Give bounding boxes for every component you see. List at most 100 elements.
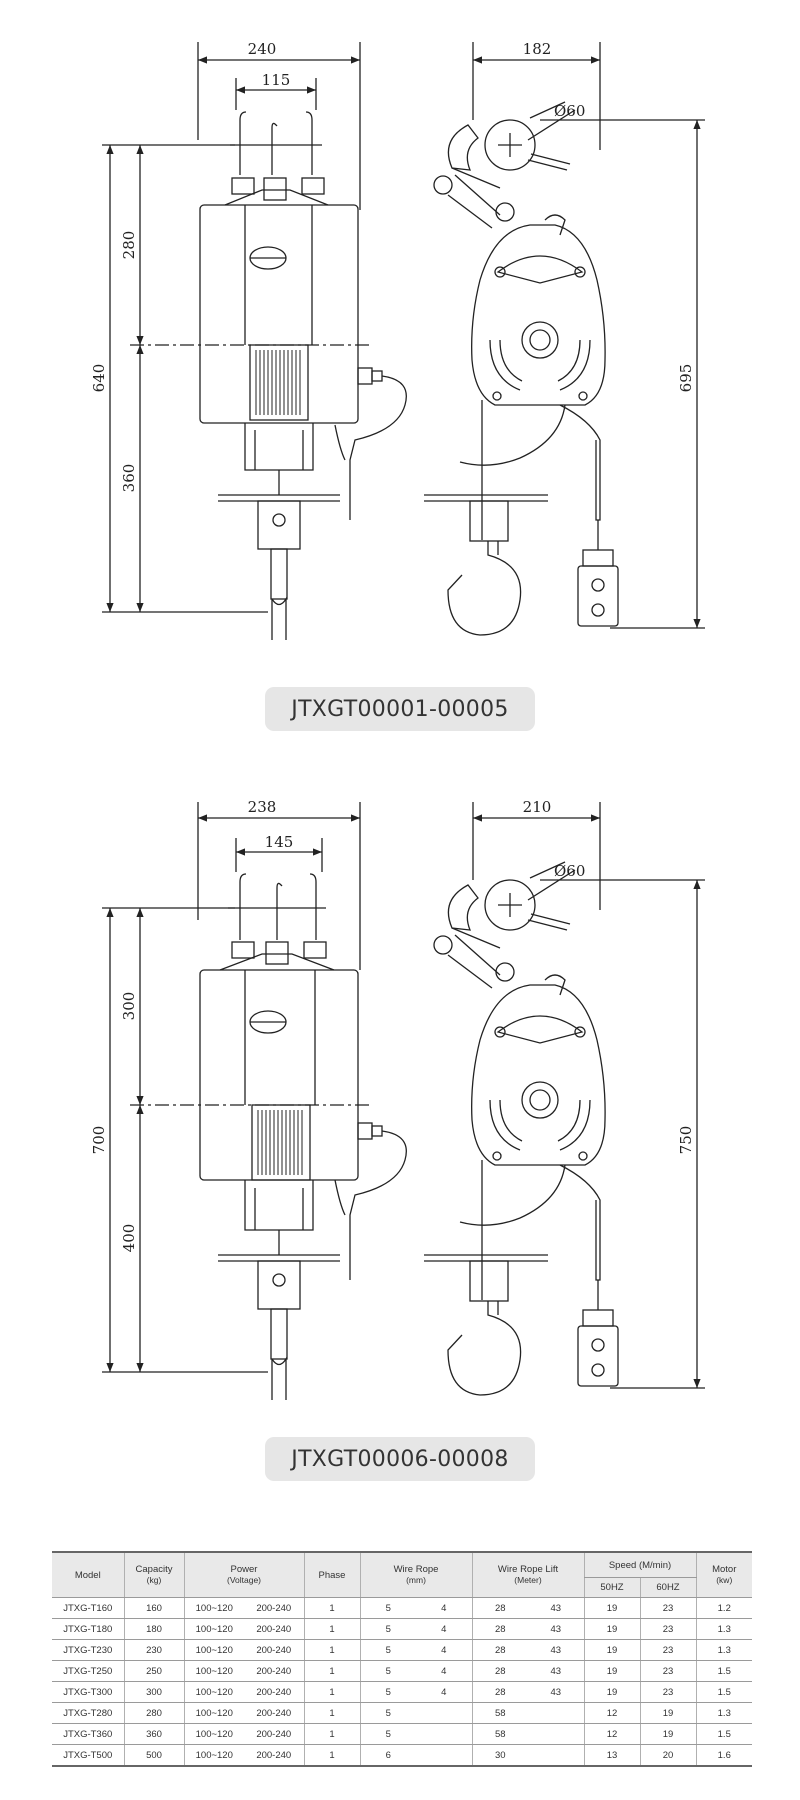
cell: 250 [123, 1660, 184, 1682]
cell: 23 [639, 1639, 696, 1661]
cell: 58 [471, 1702, 528, 1724]
cell: 100~120 [183, 1639, 244, 1661]
dim-inner-label: 115 [262, 71, 291, 89]
table-row: JTXG-T250 250 100~120 200-240 1 5 4 28 4… [52, 1660, 752, 1682]
cell: 20 [639, 1744, 696, 1767]
cell: 28 [471, 1639, 528, 1661]
cell: 19 [639, 1723, 696, 1745]
cell: 200-240 [244, 1618, 304, 1640]
cell: 23 [639, 1618, 696, 1640]
cell: 43 [528, 1681, 584, 1703]
cell-model: JTXG-T500 [52, 1744, 124, 1767]
dim-total-label: 700 [90, 1126, 108, 1155]
cell: 230 [123, 1639, 184, 1661]
dim-upper-label: 280 [120, 231, 138, 260]
table-row: JTXG-T500 500 100~120 200-240 1 6 30 13 … [52, 1744, 752, 1767]
cell: 19 [583, 1618, 640, 1640]
cell: 5 [359, 1639, 416, 1661]
cell: 5 [359, 1597, 416, 1619]
header-phase: Phase [303, 1552, 360, 1598]
cell: 23 [639, 1660, 696, 1682]
cell: 5 [359, 1618, 416, 1640]
cell: 100~120 [183, 1744, 244, 1767]
cell: 6 [359, 1744, 416, 1767]
cell: 1 [303, 1681, 360, 1703]
cell [528, 1702, 584, 1724]
cell: 1 [303, 1744, 360, 1767]
cell [416, 1702, 472, 1724]
side-height-label: 695 [677, 364, 695, 393]
cell: 23 [639, 1681, 696, 1703]
cell: 43 [528, 1639, 584, 1661]
cell: 4 [416, 1597, 472, 1619]
cell [416, 1744, 472, 1767]
drawing-caption-1: JTXGT00001-00005 [265, 687, 535, 731]
cell: 28 [471, 1660, 528, 1682]
header-lift: Wire Rope Lift(Meter) [471, 1552, 584, 1598]
cell: 4 [416, 1660, 472, 1682]
cell: 200-240 [244, 1723, 304, 1745]
technical-drawing-2: 238 145 700 300 400 210 750 Ø60 [0, 760, 800, 1400]
cell: 1 [303, 1660, 360, 1682]
cell: 360 [123, 1723, 184, 1745]
cell: 12 [583, 1702, 640, 1724]
cell: 19 [583, 1660, 640, 1682]
cell: 58 [471, 1723, 528, 1745]
side-width-label: 182 [523, 40, 552, 58]
dim-lower-label: 400 [120, 1224, 138, 1253]
cell: 5 [359, 1702, 416, 1724]
header-power: Power(Voltage) [183, 1552, 304, 1598]
cell: 200-240 [244, 1597, 304, 1619]
header-motor: Motor(kw) [695, 1552, 752, 1598]
drawing-caption-2: JTXGT00006-00008 [265, 1437, 535, 1481]
cell: 43 [528, 1597, 584, 1619]
header-model: Model [52, 1552, 124, 1598]
cell [528, 1744, 584, 1767]
cell: 1 [303, 1723, 360, 1745]
side-width-label: 210 [523, 798, 552, 816]
cell: 200-240 [244, 1744, 304, 1767]
table-row: JTXG-T280 280 100~120 200-240 1 5 58 12 … [52, 1702, 752, 1724]
cell: 1 [303, 1597, 360, 1619]
cell: 5 [359, 1681, 416, 1703]
cell: 100~120 [183, 1597, 244, 1619]
header-speed: Speed (M/min) [583, 1552, 696, 1578]
cell-model: JTXG-T160 [52, 1597, 124, 1619]
cell: 4 [416, 1639, 472, 1661]
cell: 1.6 [695, 1744, 752, 1767]
header-speed-60hz: 60HZ [639, 1577, 696, 1598]
hook-diameter-label: Ø60 [554, 862, 585, 880]
dim-upper-label: 300 [120, 992, 138, 1021]
table-row: JTXG-T230 230 100~120 200-240 1 5 4 28 4… [52, 1639, 752, 1661]
spec-table: Model Capacity(kg) Power(Voltage) Phase … [52, 1551, 752, 1767]
cell: 1.5 [695, 1681, 752, 1703]
cell-model: JTXG-T180 [52, 1618, 124, 1640]
cell: 1 [303, 1639, 360, 1661]
cell: 500 [123, 1744, 184, 1767]
cell: 5 [359, 1723, 416, 1745]
cell: 1.3 [695, 1639, 752, 1661]
cell-model: JTXG-T250 [52, 1660, 124, 1682]
cell: 19 [639, 1702, 696, 1724]
cell: 5 [359, 1660, 416, 1682]
cell [528, 1723, 584, 1745]
cell: 13 [583, 1744, 640, 1767]
cell: 19 [583, 1681, 640, 1703]
cell-model: JTXG-T280 [52, 1702, 124, 1724]
cell: 1 [303, 1702, 360, 1724]
cell: 100~120 [183, 1618, 244, 1640]
cell: 1.5 [695, 1723, 752, 1745]
cell: 28 [471, 1597, 528, 1619]
header-capacity: Capacity(kg) [123, 1552, 184, 1598]
cell: 100~120 [183, 1681, 244, 1703]
hook-diameter-label: Ø60 [554, 102, 585, 120]
technical-drawing-1: 240 115 640 280 360 182 695 Ø60 [0, 0, 800, 640]
cell: 4 [416, 1681, 472, 1703]
dim-lower-label: 360 [120, 464, 138, 493]
table-row: JTXG-T360 360 100~120 200-240 1 5 58 12 … [52, 1723, 752, 1745]
cell: 200-240 [244, 1681, 304, 1703]
cell: 19 [583, 1597, 640, 1619]
dim-inner-label: 145 [265, 833, 294, 851]
header-wire-rope: Wire Rope(mm) [359, 1552, 472, 1598]
table-row: JTXG-T160 160 100~120 200-240 1 5 4 28 4… [52, 1597, 752, 1619]
